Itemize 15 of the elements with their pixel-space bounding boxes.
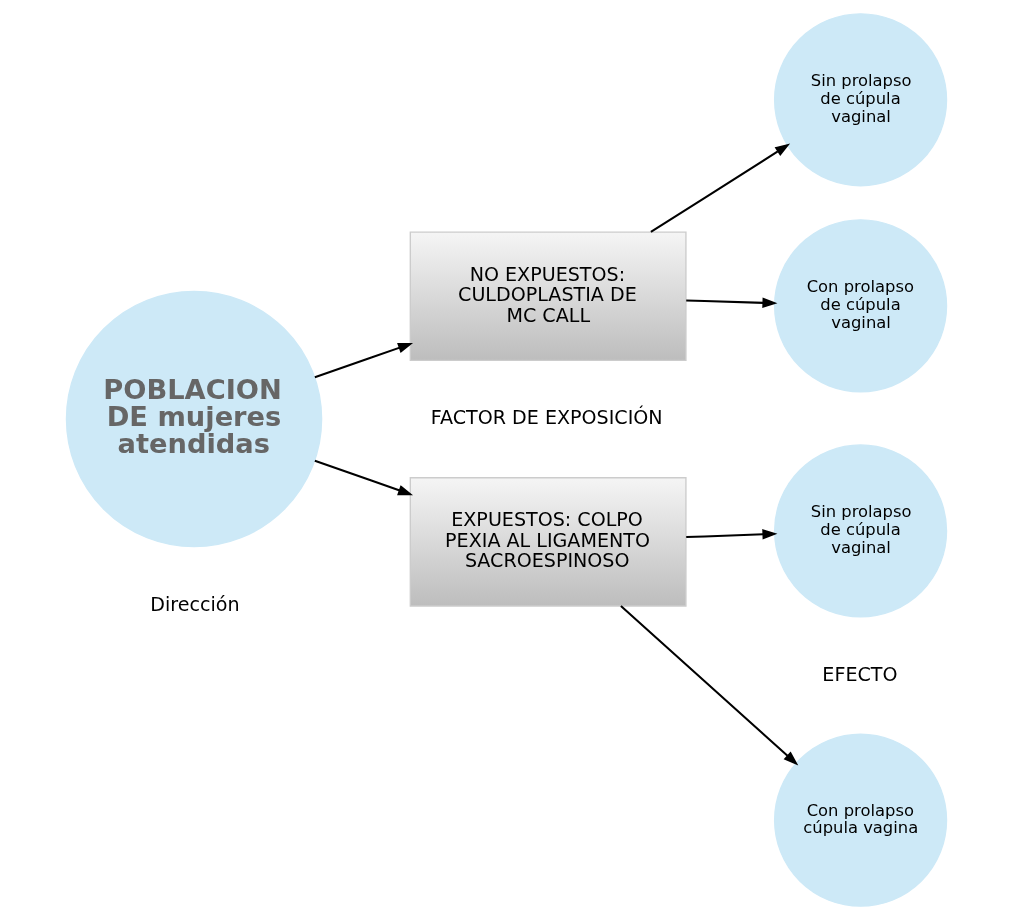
node-circle: POBLACION DE mujeres atendidas <box>65 290 323 548</box>
node-circle: Con prolapso de cúpula vaginal <box>773 219 948 393</box>
arrow <box>314 459 414 496</box>
arrow <box>686 529 778 540</box>
node-box: NO EXPUESTOS: CULDOPLASTIA DE MC CALL <box>409 231 687 362</box>
arrow <box>314 343 414 379</box>
label: FACTOR DE EXPOSICIÓN <box>430 406 663 430</box>
arrow <box>686 297 778 309</box>
node-circle: Con prolapso cúpula vagina <box>773 733 948 907</box>
label: Dirección <box>150 593 240 617</box>
node-circle: Sin prolapso de cúpula vaginal <box>773 444 948 618</box>
label: EFECTO <box>822 662 898 686</box>
arrow <box>620 605 799 766</box>
node-box: EXPUESTOS: COLPO PEXIA AL LIGAMENTO SACROESPINOSO <box>409 477 687 607</box>
arrow <box>650 143 791 233</box>
